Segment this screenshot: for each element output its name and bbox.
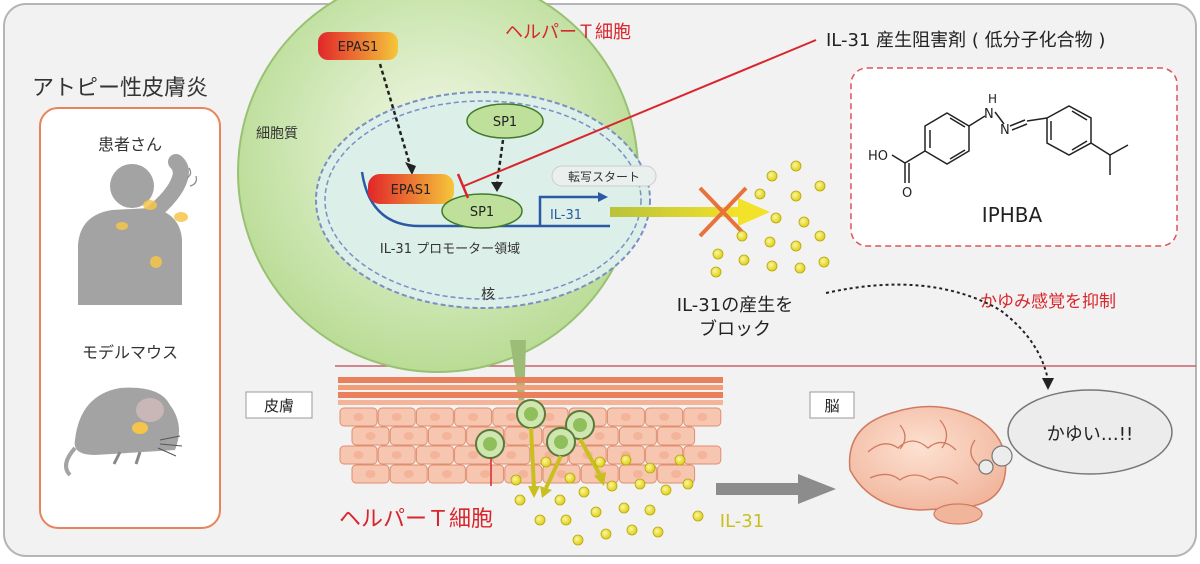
skin-cell-nucleus (468, 451, 479, 459)
skin-cell-nucleus (441, 432, 452, 440)
brain-label: 脳 (824, 397, 839, 415)
skin-helper-t-cells (475, 399, 595, 459)
skin-cell-nucleus (391, 413, 402, 421)
svg-text:EPAS1: EPAS1 (391, 183, 432, 198)
skin-cell-nucleus (518, 432, 529, 440)
skin-cell-nucleus (556, 470, 567, 478)
speech-bubble (1007, 389, 1173, 475)
skin-cell-nucleus (697, 451, 708, 459)
epas1-bound (368, 174, 454, 204)
skin-label: 皮膚 (264, 397, 294, 415)
mouse-figure (64, 387, 183, 477)
skin-cell-nucleus (671, 432, 682, 440)
inhibitor-label: IL-31 産生阻害剤 ( 低分子化合物 ) (826, 30, 1105, 51)
compound-box (850, 67, 1178, 247)
skin-cell-nucleus (594, 432, 605, 440)
skin-cell-nucleus (659, 451, 670, 459)
skin-cell-nucleus (468, 413, 479, 421)
skin-cell-nucleus (403, 432, 414, 440)
skin-cell-nucleus (518, 470, 529, 478)
block-text-2: ブロック (699, 318, 771, 340)
il31-label: IL-31 (720, 511, 764, 532)
itch-suppress-label: かゆみ感覚を抑制 (980, 292, 1116, 312)
il31-particles-top (710, 160, 830, 278)
skin-cell-nucleus (632, 432, 643, 440)
promoter-region-label: IL-31 プロモーター領域 (380, 241, 520, 257)
skin-cell-nucleus (671, 470, 682, 478)
skin-cell-nucleus (429, 451, 440, 459)
skin-cell-nucleus (697, 413, 708, 421)
compound-name: IPHBA (982, 203, 1043, 227)
skin-cell-nucleus (353, 451, 364, 459)
epas1-cytoplasm (318, 32, 398, 60)
skin-cell-nucleus (441, 470, 452, 478)
block-text-1: IL-31の産生を (677, 295, 793, 316)
skin-cell-nucleus (365, 432, 376, 440)
cell-title: ヘルパーＴ細胞 (505, 22, 631, 43)
skin-cell-nucleus (353, 413, 364, 421)
atopic-title: アトピー性皮膚炎 (32, 76, 208, 101)
patient-figure (78, 154, 197, 305)
n2-label: N (1000, 123, 1010, 138)
il31-output-arrow (610, 207, 740, 217)
skin-cell-nucleus (506, 451, 517, 459)
h-label: H (988, 92, 997, 106)
skin-cell-nucleus (429, 413, 440, 421)
transcription-start: 転写スタート (568, 170, 640, 184)
svg-text:SP1: SP1 (470, 205, 494, 220)
itch-speech: かゆい…!! (1047, 424, 1133, 445)
sp1-nucleus (466, 103, 544, 139)
skin-cell-nucleus (544, 413, 555, 421)
ho-label: HO (868, 149, 888, 164)
skin-cell-nucleus (391, 451, 402, 459)
skin-cell-nucleus (659, 413, 670, 421)
skin-helper-cell-label: ヘルパーＴ細胞 (339, 507, 493, 532)
nucleus-label: 核 (481, 287, 495, 303)
dna-strand (360, 171, 610, 228)
skin-cell-nucleus (480, 470, 491, 478)
skin-cell-nucleus (403, 470, 414, 478)
brain-label-box (809, 391, 855, 419)
brain-image (848, 405, 1007, 525)
svg-text:SP1: SP1 (493, 115, 517, 130)
skin-cell-nucleus (365, 470, 376, 478)
inhibitor-line (463, 39, 817, 187)
sp1-bound (441, 193, 523, 229)
skin-label-box (245, 391, 313, 419)
il31-release-arrows (529, 427, 602, 489)
o-label: O (902, 186, 912, 201)
n1-label: N (984, 107, 994, 122)
mouse-label: モデルマウス (82, 343, 178, 362)
iphba-structure (891, 105, 1129, 183)
skin-cell-grid (339, 407, 722, 484)
il31-gene: IL-31 (550, 208, 582, 223)
skin-cell-nucleus (620, 413, 631, 421)
skin-cell-nucleus (506, 413, 517, 421)
skin-cell-nucleus (632, 470, 643, 478)
il31-particles-bottom (510, 454, 704, 546)
signal-arrow (716, 483, 800, 495)
cytoplasm-label: 細胞質 (256, 126, 298, 142)
patient-label: 患者さん (98, 135, 162, 154)
suppress-arrow (825, 283, 1049, 381)
svg-text:EPAS1: EPAS1 (338, 40, 379, 55)
